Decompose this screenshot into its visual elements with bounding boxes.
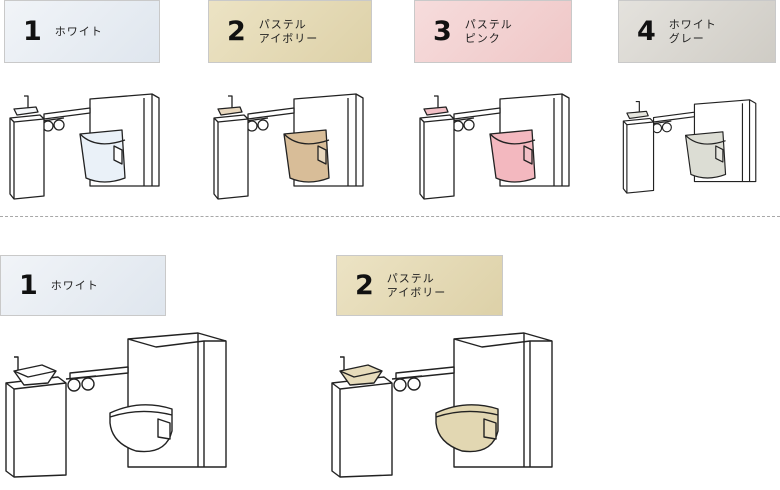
color-name-line: アイボリー: [386, 285, 447, 299]
color-swatch[interactable]: 2 パステル アイボリー: [208, 0, 372, 63]
wall-hung-toilet-drawing: [5, 332, 227, 478]
option-number: 1: [19, 270, 38, 301]
cabinet-toilet-drawing: [622, 99, 757, 194]
color-name: ホワイト グレー: [669, 18, 717, 46]
color-swatch[interactable]: 3 パステル ピンク: [414, 0, 572, 63]
option-number: 3: [433, 16, 452, 47]
toilet-illustration: [618, 90, 778, 202]
wall-hung-toilet-drawing: [331, 332, 553, 478]
color-name: パステル アイボリー: [387, 272, 446, 300]
color-swatch[interactable]: 1 ホワイト: [4, 0, 160, 63]
color-name-line: グレー: [668, 31, 705, 45]
color-name-line: パステル: [258, 17, 307, 31]
option-number: 2: [227, 16, 246, 47]
toilet-illustration: [4, 90, 184, 202]
color-name: ホワイト: [55, 25, 103, 39]
color-name-line: ピンク: [464, 31, 501, 45]
color-name-line: ホワイト: [668, 17, 717, 31]
toilet-illustration: [0, 327, 234, 478]
option-number: 1: [23, 16, 42, 47]
color-name-line: アイボリー: [258, 31, 319, 45]
color-swatch[interactable]: 2 パステル アイボリー: [336, 255, 503, 316]
toilet-illustration: [326, 327, 560, 478]
color-name-line: パステル: [464, 17, 513, 31]
option-number: 4: [637, 16, 656, 47]
color-name: ホワイト: [51, 279, 99, 293]
color-name-line: ホワイト: [54, 24, 103, 38]
option-number: 2: [355, 270, 374, 301]
color-swatch[interactable]: 4 ホワイト グレー: [618, 0, 776, 63]
color-name-line: パステル: [386, 271, 435, 285]
cabinet-toilet-drawing: [213, 93, 364, 200]
color-name-line: ホワイト: [50, 278, 99, 292]
cabinet-toilet-drawing: [9, 93, 160, 200]
toilet-illustration: [414, 90, 594, 202]
color-name: パステル アイボリー: [259, 18, 318, 46]
cabinet-toilet-drawing: [419, 93, 570, 200]
color-swatch[interactable]: 1 ホワイト: [0, 255, 166, 316]
section-divider: [0, 216, 780, 217]
color-name: パステル ピンク: [465, 18, 513, 46]
toilet-illustration: [208, 90, 388, 202]
